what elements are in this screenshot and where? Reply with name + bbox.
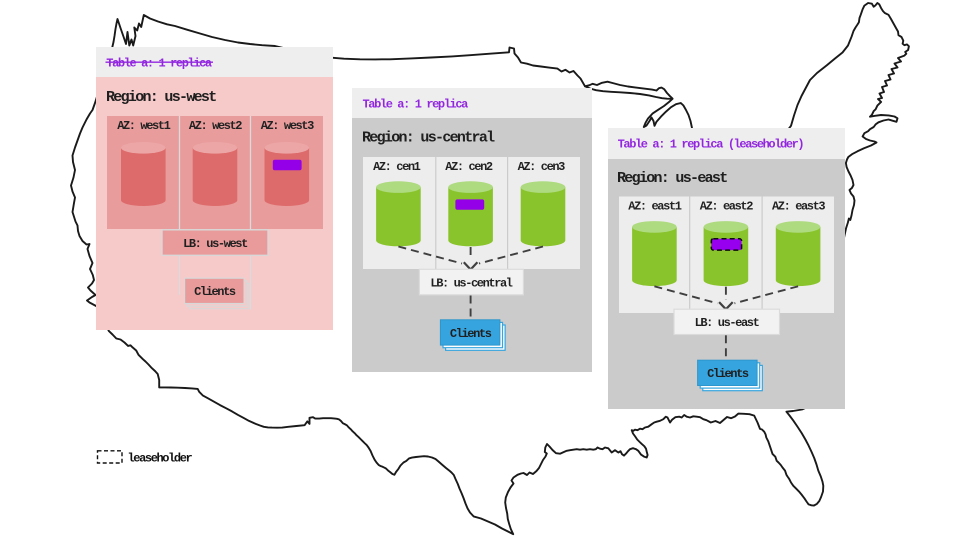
svg-text:Region: us-west: Region: us-west <box>106 89 216 106</box>
svg-text:Table a: 1 replica (leaseholde: Table a: 1 replica (leaseholder) <box>618 138 804 152</box>
svg-text:AZ: west2: AZ: west2 <box>189 119 242 133</box>
svg-text:leaseholder: leaseholder <box>128 452 193 466</box>
svg-text:Region: us-east: Region: us-east <box>617 170 727 187</box>
svg-text:Clients: Clients <box>707 367 749 381</box>
svg-text:AZ: cen2: AZ: cen2 <box>445 160 493 174</box>
svg-text:AZ: east1: AZ: east1 <box>628 199 681 213</box>
svg-text:AZ: west3: AZ: west3 <box>261 119 314 133</box>
svg-text:LB: us-central: LB: us-central <box>430 276 512 290</box>
svg-text:LB: us-east: LB: us-east <box>695 316 760 330</box>
svg-text:AZ: east2: AZ: east2 <box>700 199 753 213</box>
svg-text:Table a: 1 replica: Table a: 1 replica <box>363 97 469 111</box>
svg-text:Table a: 1 replica: Table a: 1 replica <box>106 57 212 71</box>
svg-text:AZ: cen1: AZ: cen1 <box>373 160 421 174</box>
svg-text:LB: us-west: LB: us-west <box>183 237 248 251</box>
svg-text:Clients: Clients <box>194 285 236 299</box>
svg-text:AZ: east3: AZ: east3 <box>772 199 825 213</box>
svg-text:Region: us-central: Region: us-central <box>362 130 495 147</box>
svg-text:AZ: west1: AZ: west1 <box>117 119 170 133</box>
svg-text:AZ: cen3: AZ: cen3 <box>518 160 566 174</box>
svg-text:Clients: Clients <box>450 327 492 341</box>
